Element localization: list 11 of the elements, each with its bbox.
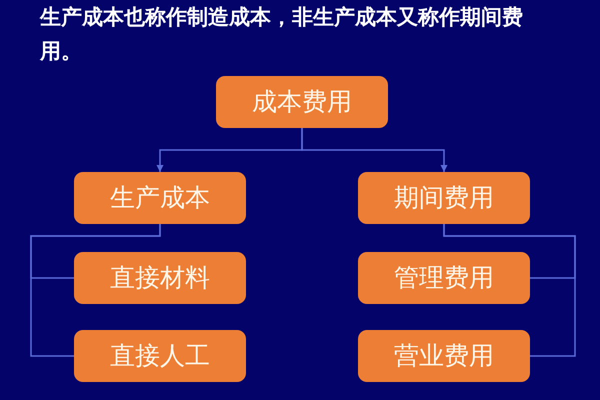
category-box: 营业费用 xyxy=(358,330,530,382)
category-box: 管理费用 xyxy=(358,252,530,304)
category-box: 成本费用 xyxy=(216,76,388,128)
connector-line xyxy=(30,224,161,357)
arrow xyxy=(301,128,448,172)
title: 生产成本也称作制造成本，非生产成本又称作期间费用。 xyxy=(40,3,524,65)
category-box: 直接材料 xyxy=(74,252,246,304)
connector-line xyxy=(443,224,576,357)
category-box: 生产成本 xyxy=(74,172,246,224)
category-box: 直接人工 xyxy=(74,330,246,382)
category-box: 期间费用 xyxy=(358,172,530,224)
